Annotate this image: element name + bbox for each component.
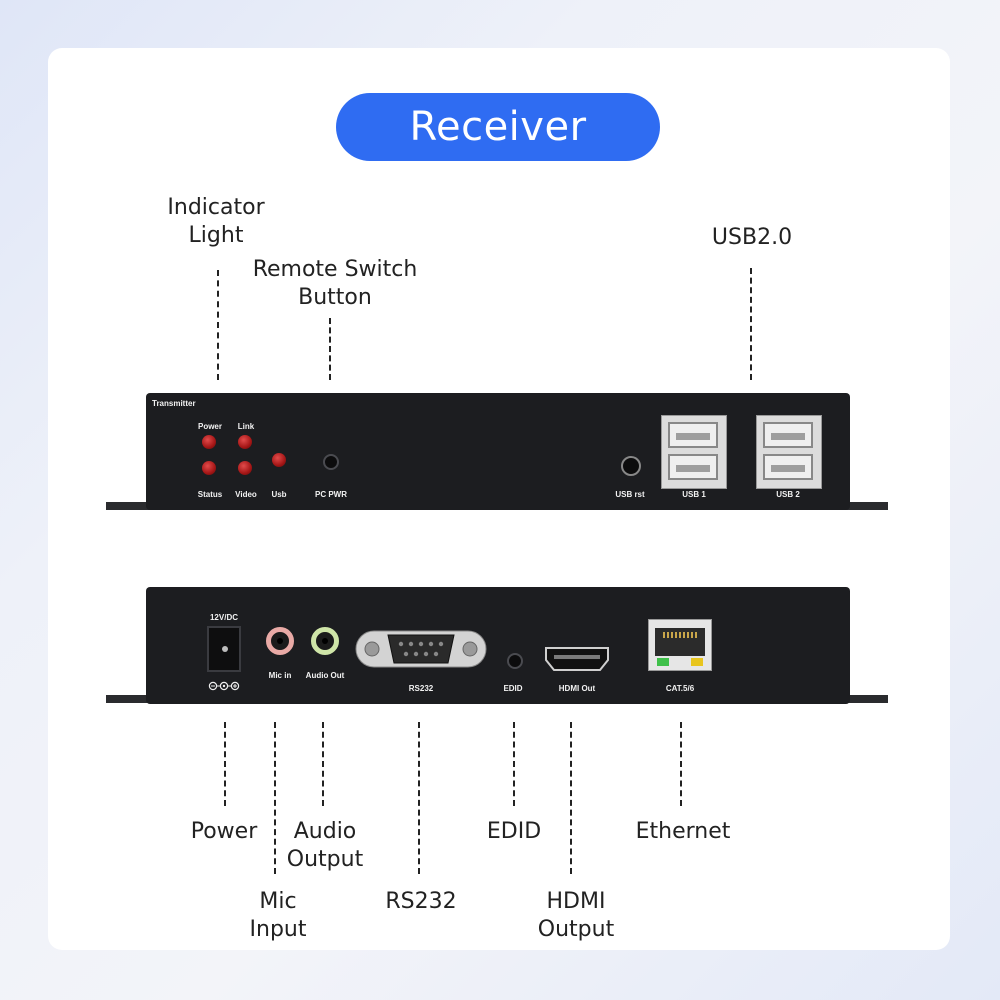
rs232-connector[interactable] bbox=[354, 627, 488, 671]
pc-pwr-button[interactable] bbox=[323, 454, 339, 470]
usb20-leader-line bbox=[750, 268, 752, 380]
ethernet-leader-line bbox=[680, 722, 682, 806]
pc-pwr-label: PC PWR bbox=[315, 490, 347, 499]
led-usb bbox=[272, 453, 286, 467]
rs232-label: RS232 bbox=[408, 684, 434, 693]
led-link bbox=[238, 435, 252, 449]
led-video bbox=[238, 461, 252, 475]
callout-usb20: USB2.0 bbox=[711, 225, 793, 250]
usb2-port-block bbox=[756, 415, 822, 489]
callout-mic-input: Mic Input bbox=[249, 889, 307, 942]
rj45-contacts bbox=[663, 632, 697, 638]
front-brand-label: Transmitter bbox=[152, 399, 196, 408]
usb1-port-block bbox=[661, 415, 727, 489]
callout-ethernet: Ethernet bbox=[635, 819, 731, 844]
audio-out-jack[interactable] bbox=[311, 627, 339, 655]
callout-indicator-light: Indicator Light bbox=[167, 195, 265, 248]
mic-leader-line bbox=[274, 722, 276, 874]
usb1-lower-port[interactable] bbox=[668, 454, 718, 480]
usb2-label: USB 2 bbox=[776, 490, 800, 499]
link-led-green bbox=[657, 658, 669, 666]
mic-in-label: Mic in bbox=[268, 671, 292, 680]
ethernet-port[interactable] bbox=[648, 619, 712, 671]
callout-remote-switch: Remote Switch Button bbox=[252, 257, 418, 310]
callout-rs232: RS232 bbox=[385, 889, 457, 914]
led-status-label: Status bbox=[197, 490, 223, 499]
callout-power: Power bbox=[190, 819, 258, 844]
led-power bbox=[202, 435, 216, 449]
activity-led-yellow bbox=[691, 658, 703, 666]
usb-port-tongue bbox=[676, 465, 710, 472]
audio-out-label: Audio Out bbox=[305, 671, 345, 680]
jack-center bbox=[322, 638, 328, 644]
jack-center bbox=[277, 638, 283, 644]
mic-in-jack[interactable] bbox=[266, 627, 294, 655]
rs232-leader-line bbox=[418, 722, 420, 874]
usb1-upper-port[interactable] bbox=[668, 422, 718, 448]
dc-jack-pin bbox=[222, 646, 228, 652]
led-status bbox=[202, 461, 216, 475]
led-usb-label: Usb bbox=[271, 490, 287, 499]
receiver-title: Receiver bbox=[336, 93, 660, 161]
dc-label: 12V/DC bbox=[209, 613, 238, 622]
usb2-upper-port[interactable] bbox=[763, 422, 813, 448]
power-leader-line bbox=[224, 722, 226, 806]
dc-power-jack[interactable] bbox=[207, 626, 241, 672]
remote-switch-leader-line bbox=[329, 318, 331, 380]
callout-audio-output: Audio Output bbox=[286, 819, 364, 872]
usb-rst-label: USB rst bbox=[615, 490, 645, 499]
usb-port-tongue bbox=[771, 465, 805, 472]
audio-leader-line bbox=[322, 722, 324, 806]
cat-label: CAT.5/6 bbox=[665, 684, 695, 693]
usb-rst-button[interactable] bbox=[621, 456, 641, 476]
callout-edid: EDID bbox=[486, 819, 542, 844]
indicator-leader-line bbox=[217, 270, 219, 380]
usb1-label: USB 1 bbox=[682, 490, 706, 499]
edid-leader-line bbox=[513, 722, 515, 806]
callout-hdmi-output: HDMI Output bbox=[537, 889, 615, 942]
led-power-label: Power bbox=[197, 422, 222, 431]
usb2-lower-port[interactable] bbox=[763, 454, 813, 480]
front-panel: Transmitter Power Link Status Video Usb … bbox=[146, 393, 850, 510]
edid-button[interactable] bbox=[507, 653, 523, 669]
led-link-label: Link bbox=[237, 422, 255, 431]
hdmi-out-port[interactable] bbox=[544, 646, 610, 672]
usb-port-tongue bbox=[676, 433, 710, 440]
led-video-label: Video bbox=[235, 490, 257, 499]
rear-panel: 12V/DC Mic in Audio Out bbox=[146, 587, 850, 704]
hdmi-leader-line bbox=[570, 722, 572, 874]
hdmi-out-label: HDMI Out bbox=[558, 684, 596, 693]
edid-label: EDID bbox=[503, 684, 523, 693]
dc-polarity-icon bbox=[208, 678, 240, 691]
usb-port-tongue bbox=[771, 433, 805, 440]
